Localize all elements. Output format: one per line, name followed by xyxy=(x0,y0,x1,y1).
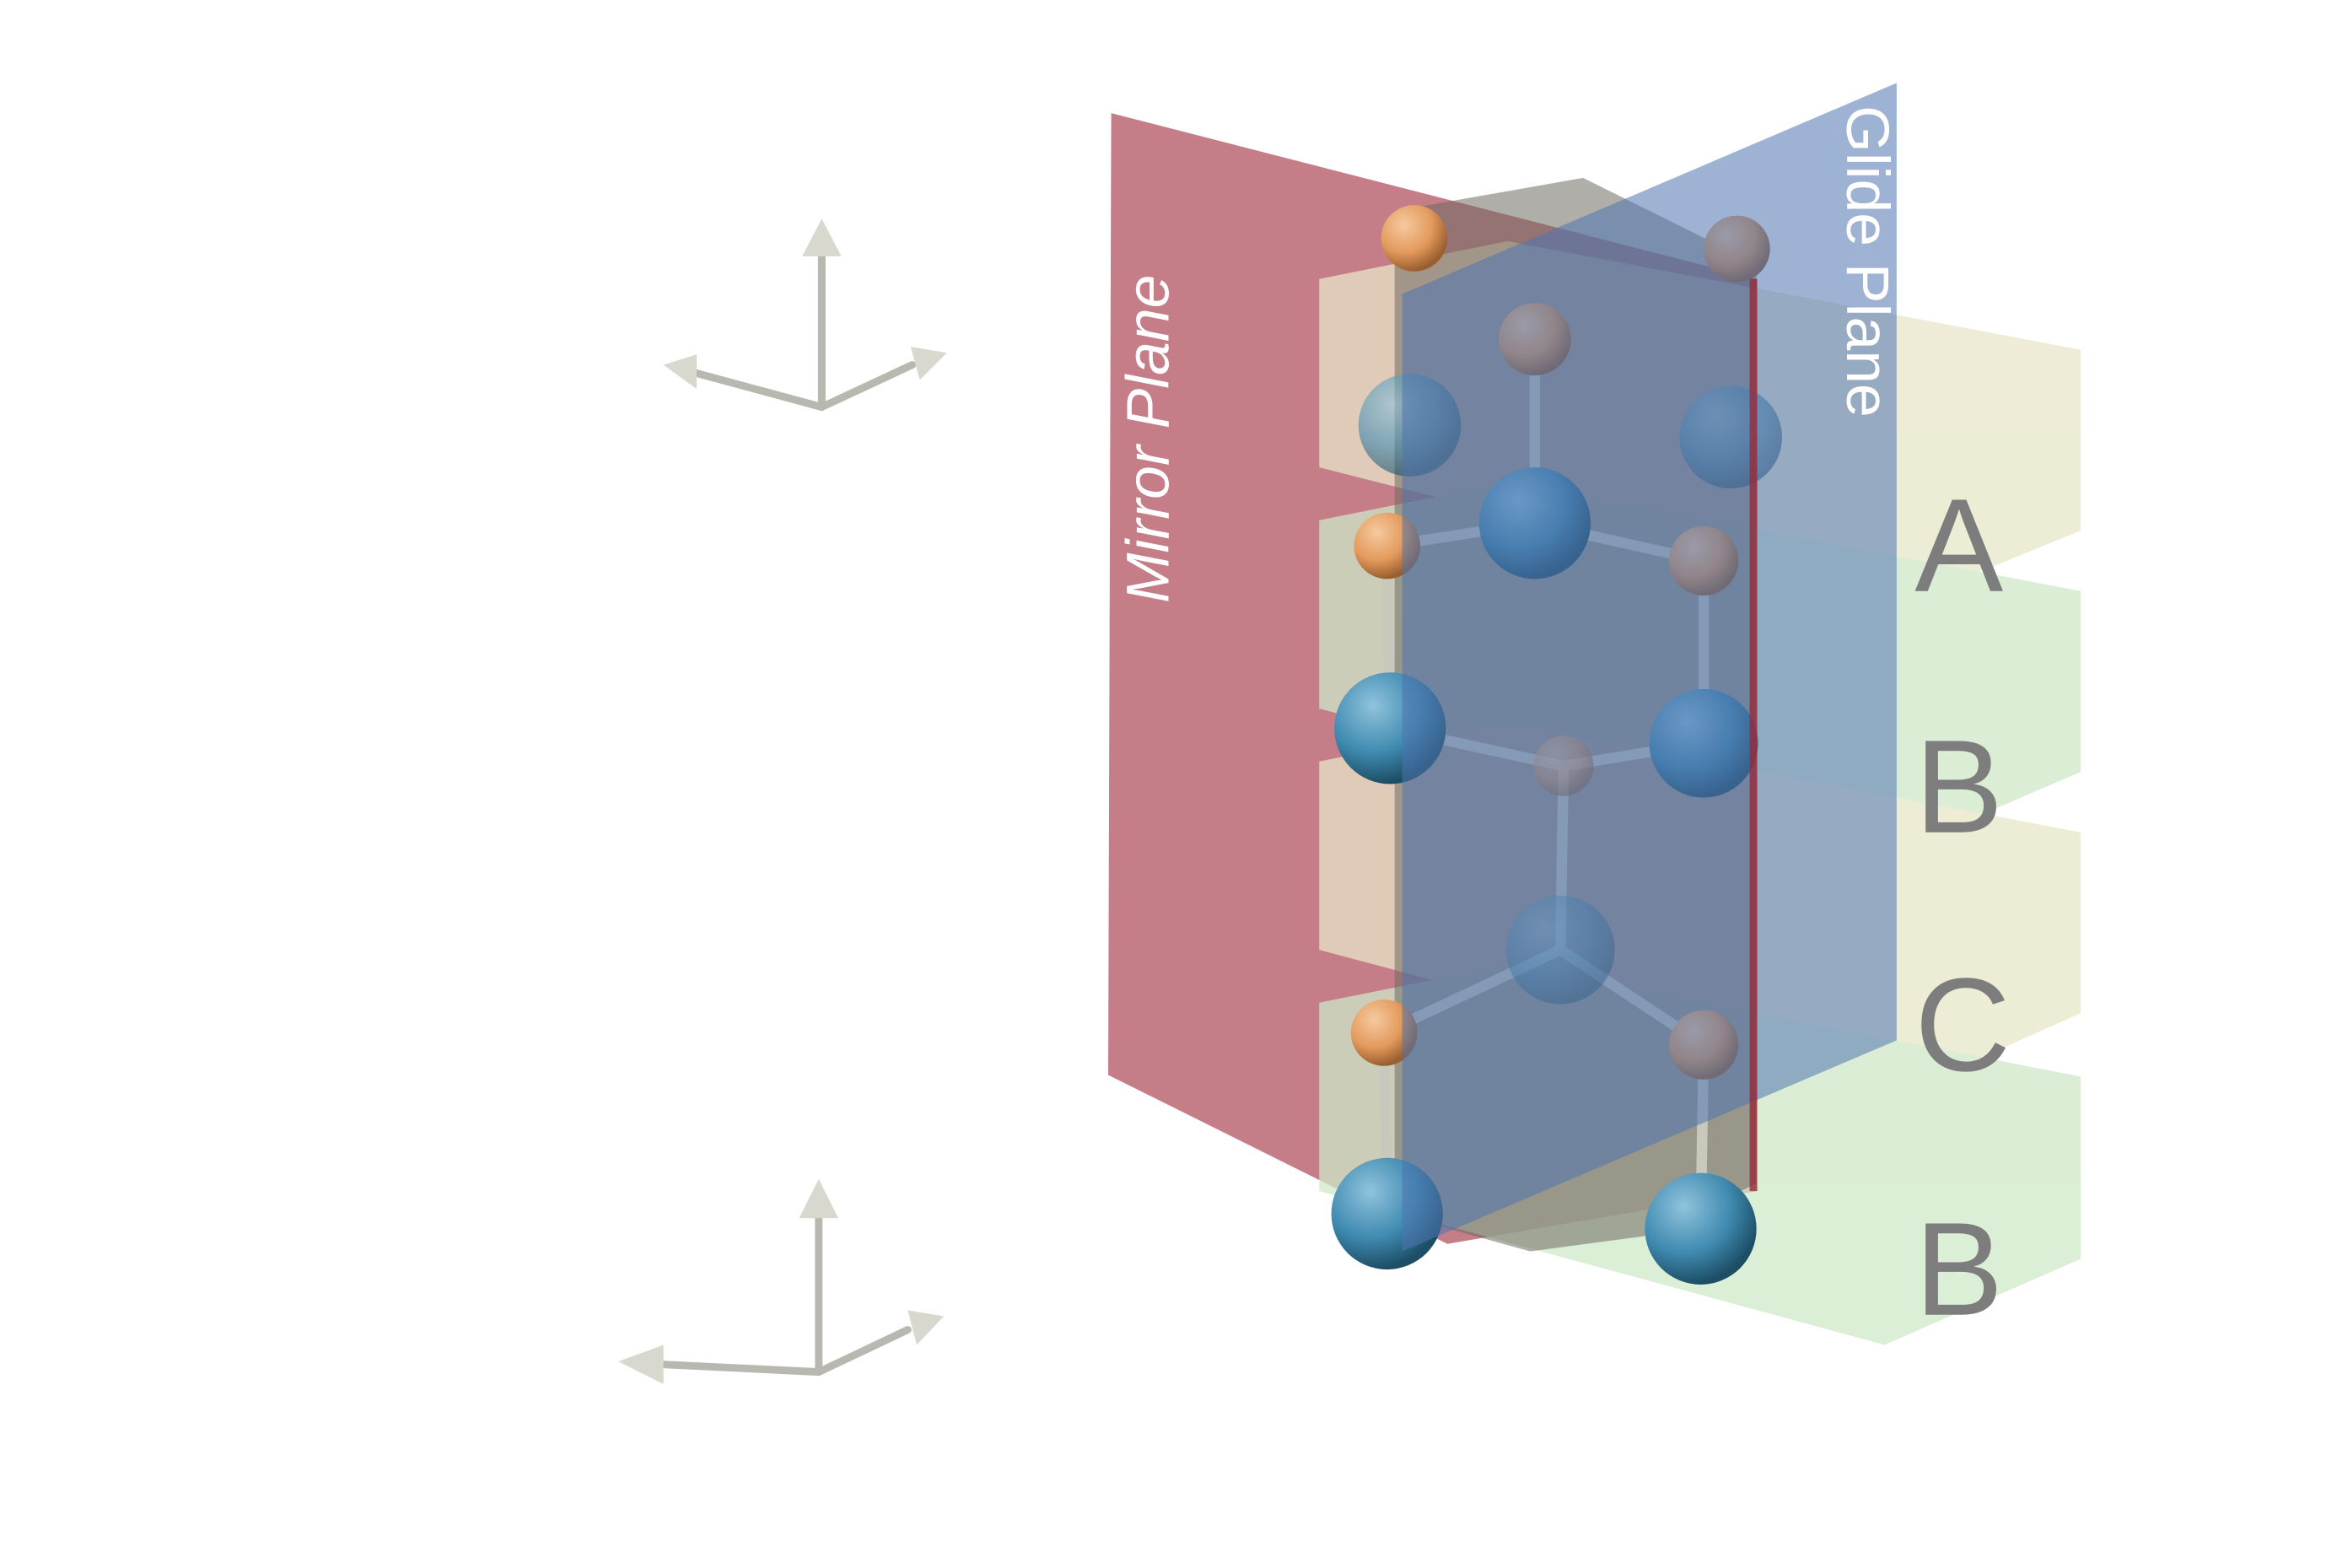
arrowhead-icon xyxy=(618,1344,664,1384)
axes-triad-top xyxy=(663,218,947,412)
glide-plane-label: Glide Plane xyxy=(1834,105,1901,418)
layer-label-b2: B xyxy=(1914,1196,2003,1344)
arrowhead-icon xyxy=(799,1178,839,1219)
arrowhead-icon xyxy=(802,218,842,256)
layer-label-b1: B xyxy=(1914,714,2003,861)
layer-label-a: A xyxy=(1914,472,2003,620)
arrowhead-icon xyxy=(907,1310,945,1345)
atom-large xyxy=(1645,1172,1757,1285)
arrowhead-icon xyxy=(910,347,947,380)
axis-arrow-left xyxy=(689,369,826,412)
axes-triad-bottom xyxy=(618,1178,945,1384)
axis-arrow-right xyxy=(817,361,917,412)
mirror-plane-label: Mirror Plane xyxy=(1115,275,1182,603)
layer-label-c: C xyxy=(1914,951,2011,1099)
arrowhead-icon xyxy=(663,354,697,390)
glide-plane xyxy=(1402,83,1897,1252)
atom-small xyxy=(1350,1000,1418,1066)
axis-arrow-right xyxy=(815,1326,912,1377)
axis-arrow-left xyxy=(660,1361,823,1377)
atom-small xyxy=(1381,205,1448,272)
